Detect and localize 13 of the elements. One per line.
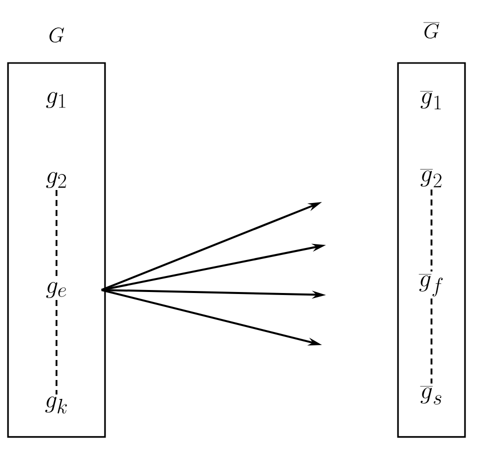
dashed-line xyxy=(430,298,432,384)
element-label: $\overline{g}_1$ xyxy=(420,91,441,110)
element-label: $g_2$ xyxy=(46,172,66,188)
box-heading: $G$ xyxy=(50,27,64,43)
element-label: $g_k$ xyxy=(45,396,67,414)
box-heading: $\overline{G}$ xyxy=(424,22,440,39)
element-label: $\overline{g}_f$ xyxy=(418,274,443,296)
element-label: $\overline{g}_2$ xyxy=(420,169,442,188)
dashed-line xyxy=(430,189,432,272)
element-label: $g_1$ xyxy=(46,92,66,108)
dashed-line xyxy=(56,300,58,395)
element-label: $g_e$ xyxy=(46,282,66,298)
element-label: $\overline{g}_s$ xyxy=(420,386,442,404)
